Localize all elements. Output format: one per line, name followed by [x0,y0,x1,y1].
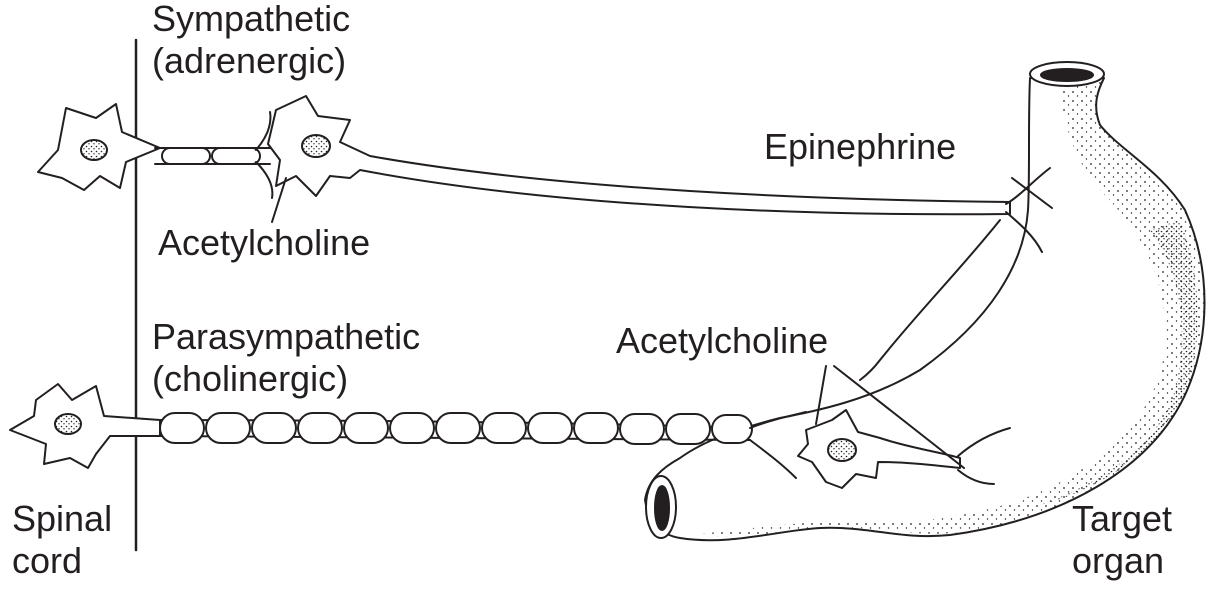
sympathetic-title: Sympathetic [152,0,351,39]
spinal-word: Spinal [12,498,113,539]
target-organ [644,61,1206,542]
acetylcholine-top-label: Acetylcholine [158,222,371,263]
parasympathetic-postganglionic-neuron [797,219,1011,489]
acetylcholine-top-pointer [271,177,287,223]
parasympathetic-title: Parasympathetic [152,316,421,357]
organ-word: organ [1072,540,1165,581]
parasympathetic-preganglionic-neuron [9,383,807,479]
myelin-sheath-segments-sympathetic [161,147,261,165]
cholinergic-subtitle: (cholinergic) [152,358,349,399]
target-word: Target [1072,498,1173,539]
acetylcholine-bottom-label: Acetylcholine [616,320,829,361]
spinal-cord-label: Spinal cord [12,498,112,582]
epinephrine-pointer [1011,177,1053,209]
parasympathetic-label: Parasympathetic (cholinergic) [152,316,420,400]
nerve-fiber-to-organ [859,219,1001,381]
sympathetic-preganglionic-neuron [37,103,274,199]
acetylcholine-bottom-pointers [815,365,965,469]
epinephrine-label: Epinephrine [764,126,957,167]
cord-word: cord [12,540,83,581]
sympathetic-label: Sympathetic (adrenergic) [152,0,350,82]
adrenergic-subtitle: (adrenergic) [152,40,347,81]
target-organ-label: Target organ [1072,498,1172,582]
sympathetic-postganglionic-neuron [267,95,1053,253]
myelin-sheath-segments-parasympathetic [159,412,753,445]
